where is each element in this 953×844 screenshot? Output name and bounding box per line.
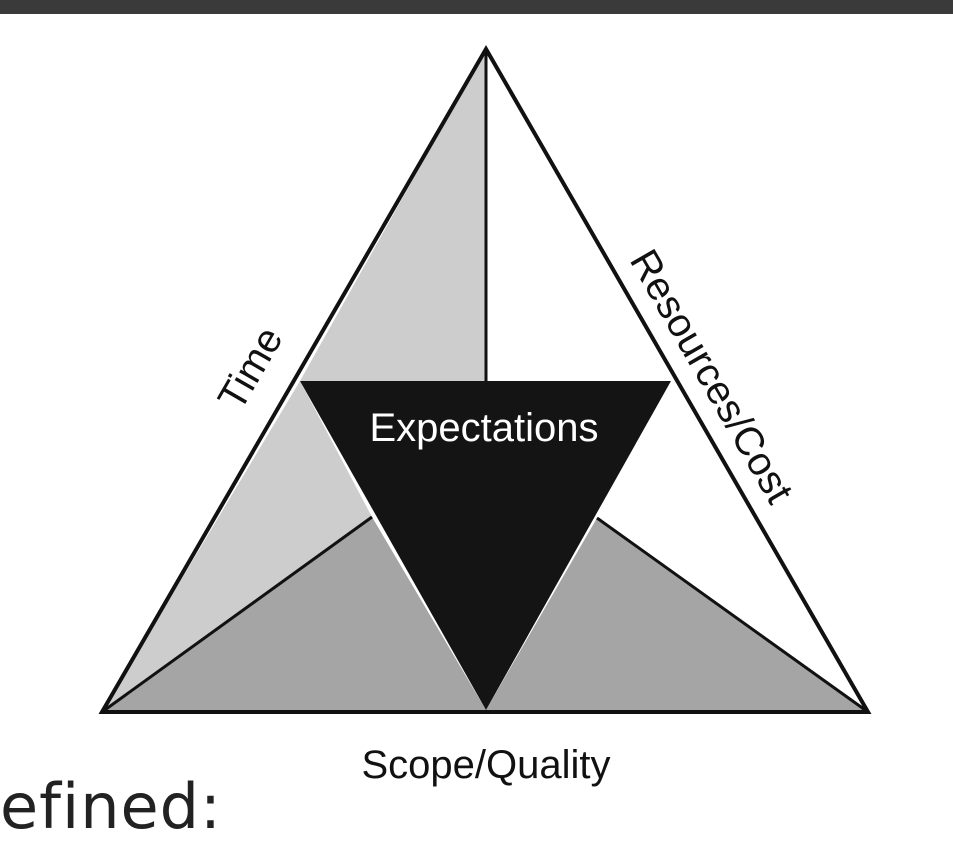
- scope-left-region: [102, 517, 486, 712]
- scope-right-region: [486, 518, 868, 712]
- left-inner-line: [101, 515, 373, 714]
- expectations-triangle: [300, 381, 671, 710]
- top-bar: [0, 0, 953, 14]
- scope-quality-label: Scope/Quality: [361, 743, 610, 787]
- time-lower-region: [102, 381, 372, 712]
- right-inner-line: [596, 516, 869, 714]
- slide-body-text-fragment: efined:: [0, 770, 222, 843]
- outer-triangle: [98, 45, 872, 714]
- expectations-label: Expectations: [369, 406, 598, 450]
